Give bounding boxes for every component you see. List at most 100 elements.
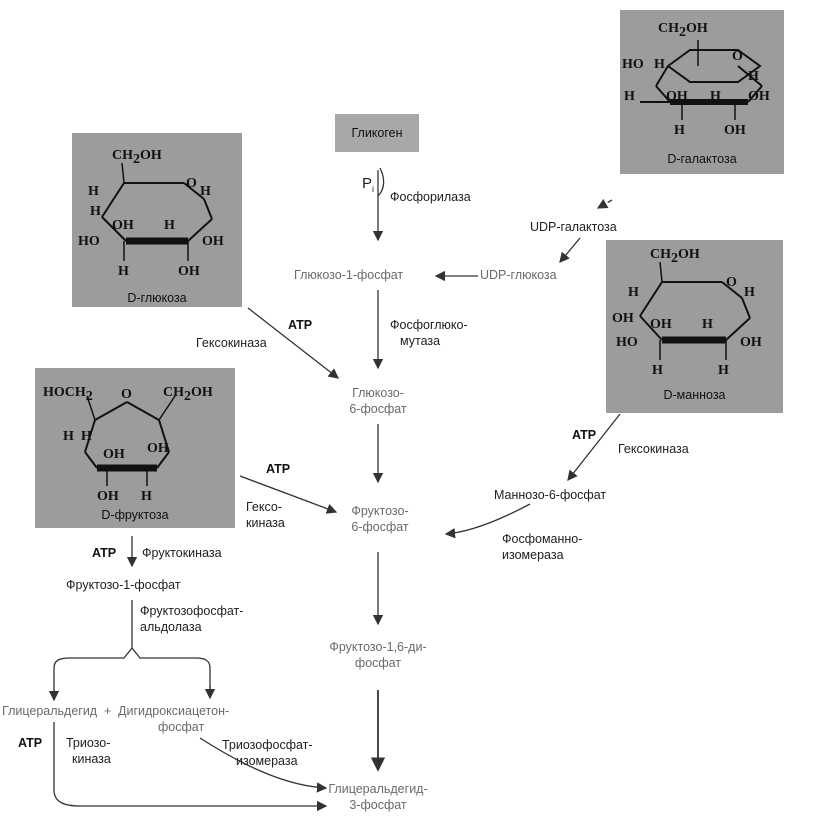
dhap-1: Дигидроксиацетон- bbox=[118, 704, 230, 718]
fructose-o: O bbox=[121, 387, 132, 402]
atp-glucose-label: ATP bbox=[288, 318, 313, 332]
fructose1p-label: Фруктозо-1-фосфат bbox=[66, 578, 181, 592]
arrow-udpgal-udpglc bbox=[559, 237, 581, 263]
mannose-oh1: OH bbox=[650, 317, 672, 332]
fructose16bp-2: фосфат bbox=[354, 656, 402, 670]
hexokinase-glucose-label: Гексокиназа bbox=[196, 336, 267, 350]
arrow-dhap-ga3p bbox=[199, 737, 328, 793]
galactose-h5: H bbox=[674, 123, 685, 138]
fructose-ch2oh: CH2OH bbox=[163, 385, 213, 404]
phosphoglucomutase-1: Фосфоглюко- bbox=[390, 318, 468, 332]
fructose-aldolase-2: альдолаза bbox=[140, 620, 202, 634]
atp-fructose-label: ATP bbox=[266, 462, 291, 476]
glucose-ho: HO bbox=[78, 234, 100, 249]
glucose6p-1: Глюкозо- bbox=[352, 386, 404, 400]
fructose-label: D-фруктоза bbox=[101, 508, 169, 522]
mannose-h3: H bbox=[702, 317, 713, 332]
fructose-oh1: OH bbox=[103, 447, 125, 462]
fructose-aldolase-1: Фруктозофосфат- bbox=[140, 604, 244, 618]
glucose-label: D-глюкоза bbox=[127, 291, 187, 305]
glyceraldehyde3p-2: 3-фосфат bbox=[349, 798, 407, 812]
phosphomannoisomerase-2: изомераза bbox=[502, 548, 564, 562]
glucose-h1: H bbox=[88, 184, 99, 199]
mannose-oh0: OH bbox=[612, 311, 634, 326]
mannose-h5: H bbox=[718, 363, 729, 378]
galactose-o: O bbox=[732, 49, 743, 64]
galactose-label: D-галактоза bbox=[667, 152, 737, 166]
arrow-glucose-g6p bbox=[247, 307, 340, 379]
fructose-h1: H bbox=[63, 429, 74, 444]
glucose-h4: H bbox=[164, 218, 175, 233]
mannose-ho: HO bbox=[616, 335, 638, 350]
mannose6p-label: Маннозо-6-фосфат bbox=[494, 488, 607, 502]
triokinase-2: киназа bbox=[72, 752, 111, 766]
hexokinase-mannose-label: Гексокиназа bbox=[618, 442, 689, 456]
fructose-h4: H bbox=[141, 489, 152, 504]
fructose-h2: H bbox=[81, 429, 92, 444]
galactose-structure: CH2OH O HO H H H OH H OH H OH bbox=[622, 21, 770, 138]
glucose-oh3: OH bbox=[202, 234, 224, 249]
glucose-box: CH2OH O H H H OH H OH HO OH H OH D-глюко… bbox=[72, 133, 242, 307]
galactose-h4: H bbox=[710, 89, 721, 104]
triokinase-1: Триозо- bbox=[66, 736, 111, 750]
galactose-box: CH2OH O HO H H H OH H OH H OH D-галактоз… bbox=[620, 10, 784, 174]
glucose1p-label: Глюкозо-1-фосфат bbox=[294, 268, 404, 282]
phosphorylase-label: Фосфорилаза bbox=[390, 190, 471, 204]
galactose-h2: H bbox=[748, 69, 759, 84]
arrow-fructose-f6p bbox=[239, 475, 338, 514]
mannose-h1: H bbox=[628, 285, 639, 300]
udp-galactose-label: UDP-галактоза bbox=[530, 220, 617, 234]
galactose-oh2: OH bbox=[748, 89, 770, 104]
fructose-oh2: OH bbox=[147, 441, 169, 456]
galactose-h1: H bbox=[654, 57, 665, 72]
glucose-ch2oh: CH2OH bbox=[112, 148, 162, 167]
fructose16bp-1: Фруктозо-1,6-ди- bbox=[329, 640, 427, 654]
galactose-h3: H bbox=[624, 89, 635, 104]
mannose-structure: CH2OH O H H OH OH H OH HO OH H H bbox=[612, 247, 762, 378]
atp-fructokinase-label: ATP bbox=[92, 546, 117, 560]
glyceraldehyde-label: Глицеральдегид bbox=[2, 704, 98, 718]
hexokinase-split-1: Гексо- bbox=[246, 500, 282, 514]
mannose-h2: H bbox=[744, 285, 755, 300]
arrow-galactose-udpgal bbox=[596, 198, 613, 209]
mannose-box: CH2OH O H H OH OH H OH HO OH H H D-манно… bbox=[606, 240, 783, 413]
pi-curve bbox=[377, 167, 385, 197]
mannose-h4: H bbox=[652, 363, 663, 378]
triose-isomerase-2: изомераза bbox=[236, 754, 298, 768]
triose-isomerase-1: Триозофосфат- bbox=[222, 738, 313, 752]
glycogen-label: Гликоген bbox=[351, 126, 403, 140]
split-bracket bbox=[53, 646, 211, 700]
galactose-oh3: OH bbox=[724, 123, 746, 138]
plus-label: + bbox=[104, 704, 112, 718]
fructokinase-label: Фруктокиназа bbox=[142, 546, 222, 560]
phosphomannoisomerase-1: Фосфоманно- bbox=[502, 532, 583, 546]
hexokinase-split-2: киназа bbox=[246, 516, 285, 530]
pi-label: Pi bbox=[362, 175, 375, 194]
fructose-hoch2: HOCH2 bbox=[43, 385, 93, 404]
dhap-2: фосфат bbox=[158, 720, 205, 734]
glucose-h5: H bbox=[118, 264, 129, 279]
galactose-oh1: OH bbox=[666, 89, 688, 104]
udp-glucose-label: UDP-глюкоза bbox=[480, 268, 557, 282]
glyceraldehyde3p-1: Глицеральдегид- bbox=[328, 782, 428, 796]
mannose-label: D-манноза bbox=[663, 388, 726, 402]
fructose-structure: HOCH2 O CH2OH H H OH OH H OH H bbox=[43, 385, 213, 504]
mannose-ch2oh: CH2OH bbox=[650, 247, 700, 266]
atp-triokinase-label: ATP bbox=[18, 736, 43, 750]
galactose-ch2oh: CH2OH bbox=[658, 21, 708, 40]
fructose-oh3: OH bbox=[97, 489, 119, 504]
mannose-o: O bbox=[726, 275, 737, 290]
fructose-box: HOCH2 O CH2OH H H OH OH H OH H D-фруктоз… bbox=[35, 368, 235, 528]
fructose6p-1: Фруктозо- bbox=[351, 504, 409, 518]
glucose6p-2: 6-фосфат bbox=[349, 402, 407, 416]
mannose-oh3: OH bbox=[740, 335, 762, 350]
glycogen-box: Гликоген bbox=[335, 114, 419, 152]
arrow-m6p-f6p bbox=[444, 503, 531, 539]
galactose-ho: HO bbox=[622, 57, 644, 72]
phosphoglucomutase-2: мутаза bbox=[400, 334, 441, 348]
glucose-h2: H bbox=[200, 184, 211, 199]
atp-mannose-label: ATP bbox=[572, 428, 597, 442]
glucose-oh4: OH bbox=[178, 264, 200, 279]
